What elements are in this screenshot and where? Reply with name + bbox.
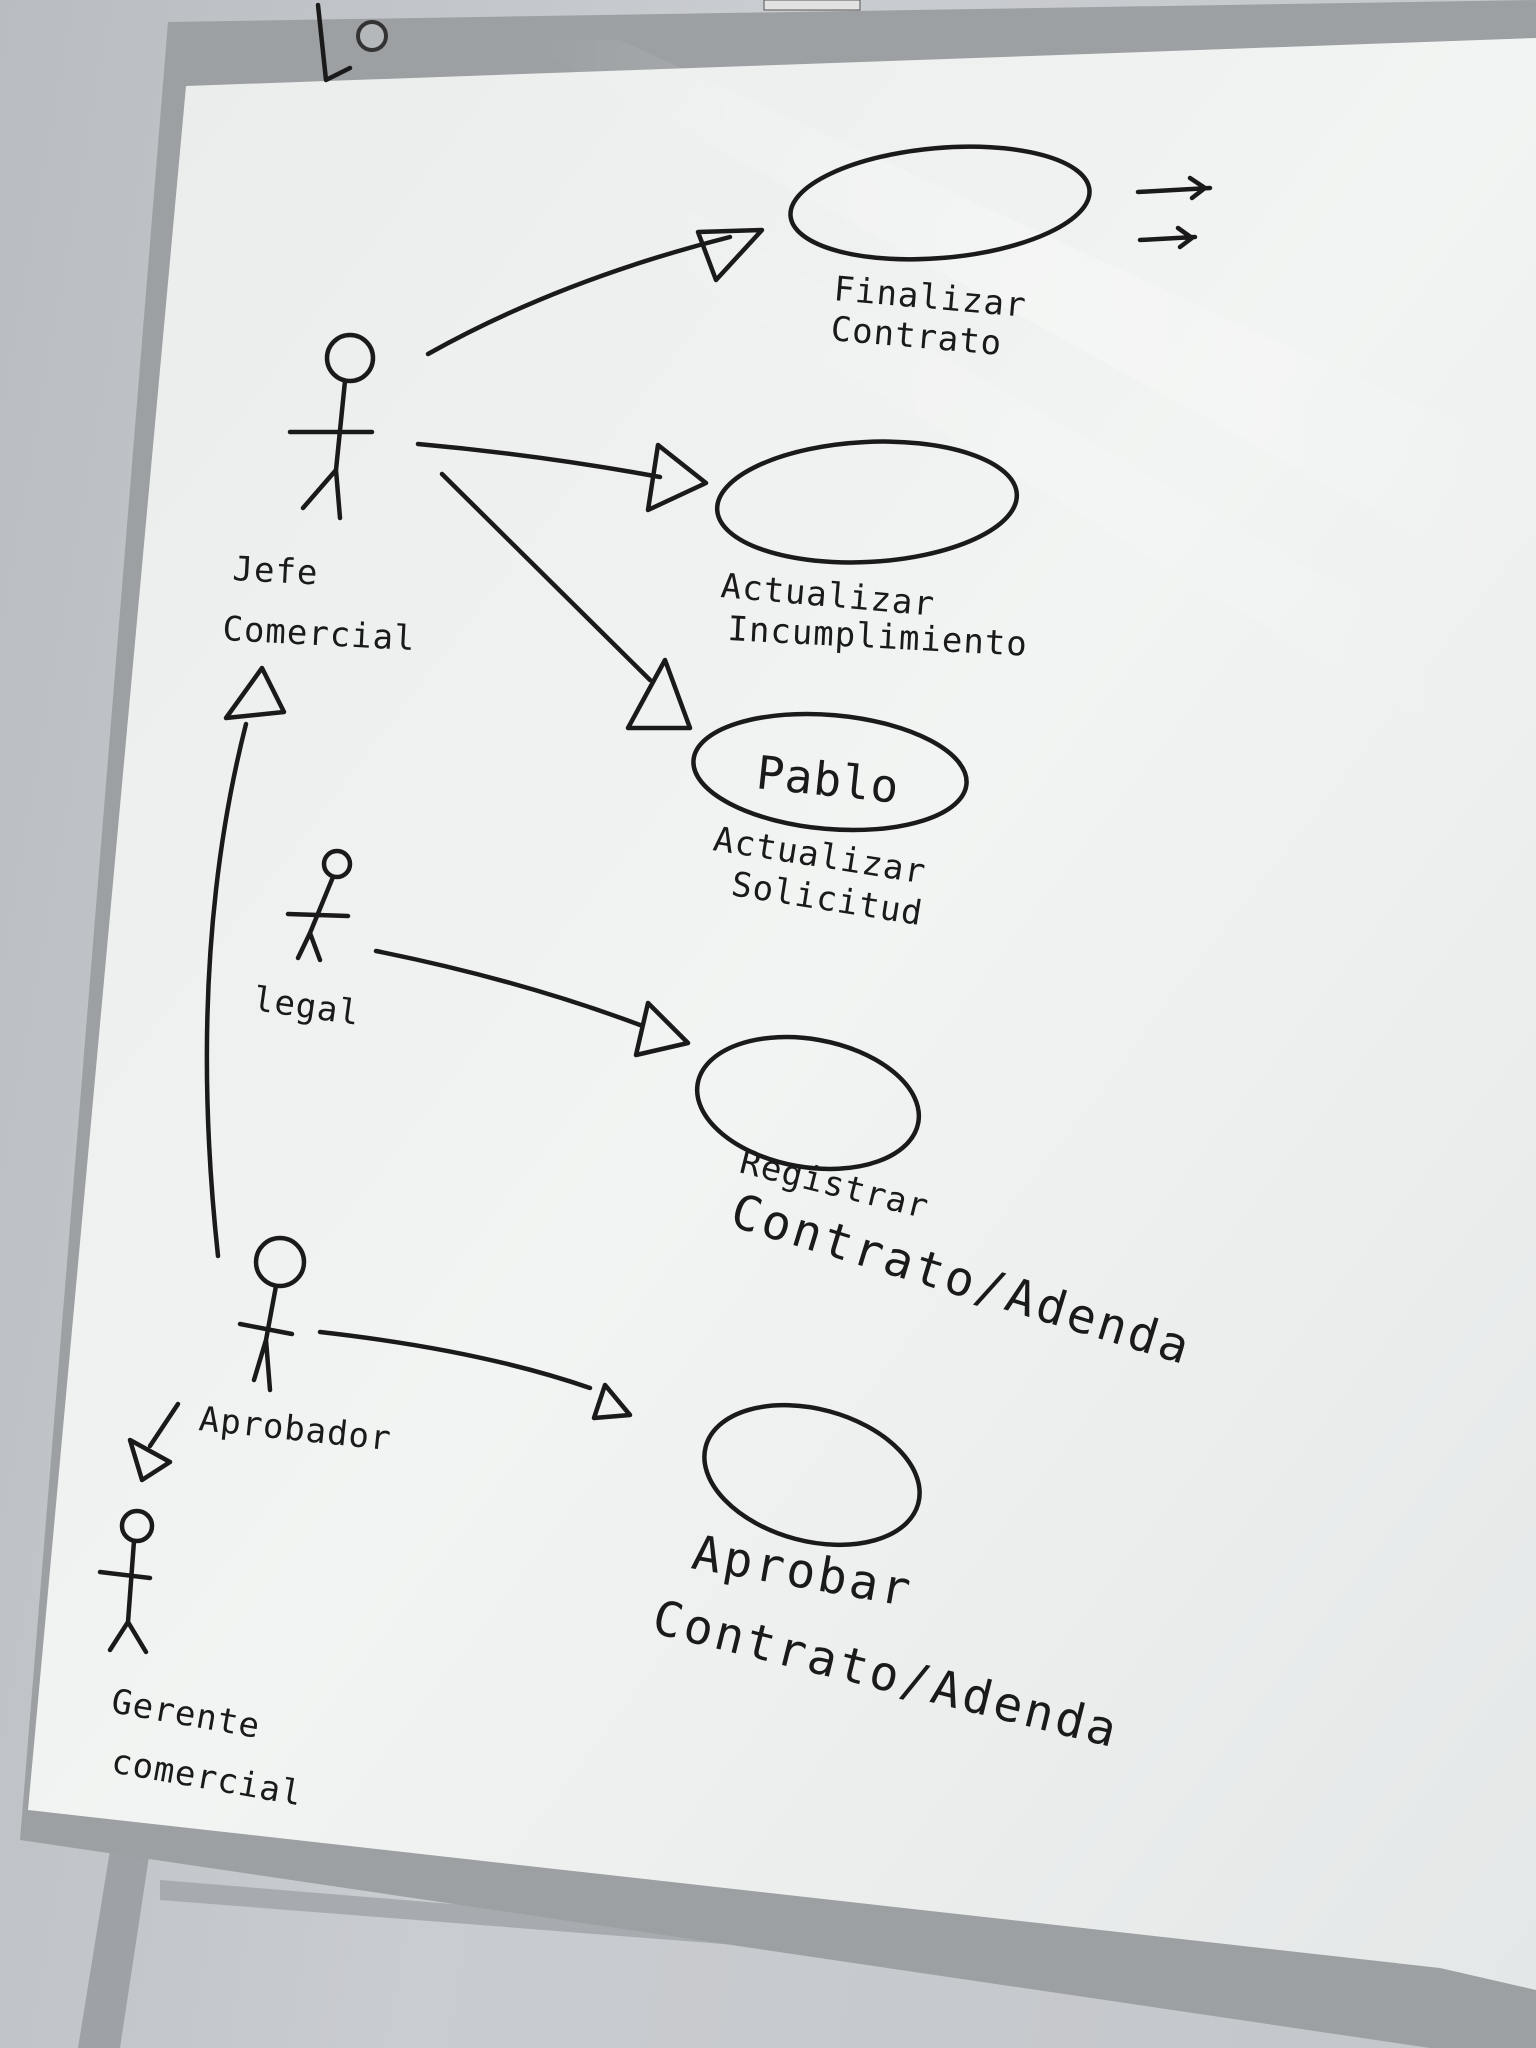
actor-jefe-label-1: Jefe xyxy=(232,549,320,593)
board-clip-icon xyxy=(315,2,388,83)
stick-figure-icon xyxy=(285,848,353,963)
stick-figure-icon xyxy=(97,1508,155,1655)
generalization-aprobador-gerente xyxy=(127,1401,181,1483)
side-notes xyxy=(1135,175,1213,250)
association-jefe-finalizar xyxy=(425,227,765,357)
actor-jefe-comercial: Jefe Comercial xyxy=(222,332,417,659)
stick-figure-icon xyxy=(287,332,376,521)
association-legal-registrar xyxy=(373,948,691,1058)
association-jefe-solicitud xyxy=(439,471,693,731)
whiteboard xyxy=(20,0,1536,2048)
association-aprobador-aprobar xyxy=(317,1329,633,1421)
generalization-aprobador-jefe xyxy=(204,665,287,1259)
association-jefe-incumplimiento xyxy=(415,441,709,513)
stick-figure-icon xyxy=(237,1235,307,1393)
